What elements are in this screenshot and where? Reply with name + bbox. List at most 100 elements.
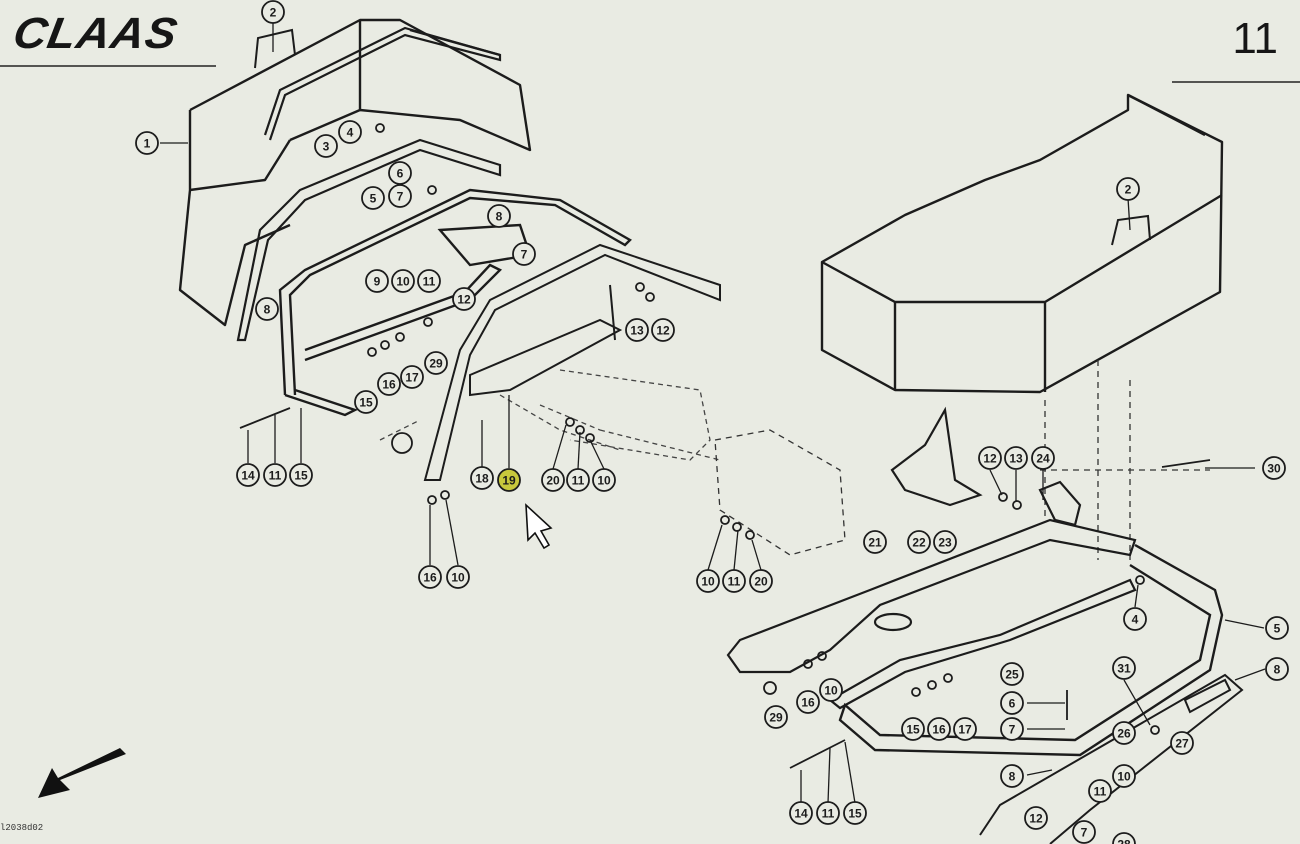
right-handle (1111, 214, 1151, 246)
callout-right-15[interactable]: 15 (901, 717, 925, 741)
mouse-cursor-icon (525, 503, 553, 550)
callout-right-10[interactable]: 10 (819, 678, 843, 702)
callout-right-12[interactable]: 12 (978, 446, 1002, 470)
callout-left-20[interactable]: 20 (541, 468, 565, 492)
callout-label: 15 (294, 469, 308, 483)
callout-right-21[interactable]: 21 (863, 530, 887, 554)
callout-label: 17 (405, 371, 419, 385)
left-handle (254, 28, 296, 69)
callout-label: 12 (1029, 812, 1043, 826)
callout-label: 2 (1125, 183, 1132, 197)
callout-right-27[interactable]: 27 (1170, 731, 1194, 755)
callout-left-13[interactable]: 13 (625, 318, 649, 342)
callout-right-28[interactable]: 28 (1112, 832, 1136, 844)
callout-right-20[interactable]: 20 (749, 569, 773, 593)
left-hardware (239, 123, 655, 505)
callout-right-11[interactable]: 11 (1088, 779, 1112, 803)
callout-left-10[interactable]: 10 (391, 269, 415, 293)
callout-left-6[interactable]: 6 (388, 161, 412, 185)
callout-left-1[interactable]: 1 (135, 131, 159, 155)
callout-right-6[interactable]: 6 (1000, 691, 1024, 715)
callout-label: 8 (496, 210, 503, 224)
callout-right-8[interactable]: 8 (1000, 764, 1024, 788)
callout-right-25[interactable]: 25 (1000, 662, 1024, 686)
callout-right-24[interactable]: 24 (1031, 446, 1055, 470)
left-guard-frame (278, 188, 632, 417)
callout-left-11[interactable]: 11 (263, 463, 287, 487)
callout-right-26[interactable]: 26 (1112, 721, 1136, 745)
callout-left-7[interactable]: 7 (388, 184, 412, 208)
callout-right-4[interactable]: 4 (1123, 607, 1147, 631)
callout-left-5[interactable]: 5 (361, 186, 385, 210)
right-mount-bracket (890, 406, 1082, 527)
callout-right-11[interactable]: 11 (722, 569, 746, 593)
callout-label: 4 (347, 126, 354, 140)
callout-label: 11 (1094, 785, 1107, 799)
callout-label: 11 (822, 807, 835, 821)
callout-left-8[interactable]: 8 (487, 204, 511, 228)
callout-left-2[interactable]: 2 (261, 0, 285, 24)
callout-label: 17 (958, 723, 972, 737)
callout-right-22[interactable]: 22 (907, 530, 931, 554)
callout-label: 18 (475, 472, 489, 486)
callout-right-16[interactable]: 16 (796, 690, 820, 714)
callout-right-2[interactable]: 2 (1116, 177, 1140, 201)
callout-right-30[interactable]: 30 (1262, 456, 1286, 480)
callout-right-31[interactable]: 31 (1112, 656, 1136, 680)
callout-right-16[interactable]: 16 (927, 717, 951, 741)
callout-right-17[interactable]: 17 (953, 717, 977, 741)
callout-right-11[interactable]: 11 (816, 801, 840, 825)
callout-left-15[interactable]: 15 (289, 463, 313, 487)
callout-left-17[interactable]: 17 (400, 365, 424, 389)
callout-right-23[interactable]: 23 (933, 530, 957, 554)
callout-left-10[interactable]: 10 (592, 468, 616, 492)
callout-right-10[interactable]: 10 (696, 569, 720, 593)
callout-right-29[interactable]: 29 (764, 705, 788, 729)
callout-left-29[interactable]: 29 (424, 351, 448, 375)
callout-left-19[interactable]: 19 (497, 468, 521, 492)
callout-left-11[interactable]: 11 (417, 269, 441, 293)
callout-left-16[interactable]: 16 (418, 565, 442, 589)
arrow-down-left-icon[interactable] (38, 748, 126, 798)
callout-left-12[interactable]: 12 (651, 318, 675, 342)
callout-label: 10 (824, 684, 838, 698)
callout-label: 1 (144, 137, 151, 151)
callout-right-8[interactable]: 8 (1265, 657, 1289, 681)
callout-label: 12 (656, 324, 670, 338)
callout-left-9[interactable]: 9 (365, 269, 389, 293)
callout-left-4[interactable]: 4 (338, 120, 362, 144)
callout-right-15[interactable]: 15 (843, 801, 867, 825)
callout-left-11[interactable]: 11 (566, 468, 590, 492)
callout-right-10[interactable]: 10 (1112, 764, 1136, 788)
callout-label: 7 (1081, 826, 1088, 840)
callout-right-13[interactable]: 13 (1004, 446, 1028, 470)
callout-label: 13 (630, 324, 644, 338)
callout-label: 23 (938, 536, 952, 550)
callout-label: 31 (1117, 662, 1131, 676)
callout-left-18[interactable]: 18 (470, 466, 494, 490)
right-lower-plate (979, 673, 1244, 844)
callout-left-7[interactable]: 7 (512, 242, 536, 266)
callout-left-10[interactable]: 10 (446, 565, 470, 589)
callout-left-12[interactable]: 12 (452, 287, 476, 311)
callout-right-14[interactable]: 14 (789, 801, 813, 825)
leader-lines (160, 22, 1266, 804)
callout-right-5[interactable]: 5 (1265, 616, 1289, 640)
callout-label: 22 (912, 536, 926, 550)
callout-left-14[interactable]: 14 (236, 463, 260, 487)
callout-label: 14 (794, 807, 808, 821)
callout-right-12[interactable]: 12 (1024, 806, 1048, 830)
callout-left-8[interactable]: 8 (255, 297, 279, 321)
callout-left-15[interactable]: 15 (354, 390, 378, 414)
callout-right-7[interactable]: 7 (1000, 717, 1024, 741)
callout-label: 12 (983, 452, 997, 466)
callout-label: 16 (423, 571, 437, 585)
callout-label: 28 (1117, 838, 1131, 844)
callout-left-16[interactable]: 16 (377, 372, 401, 396)
callout-right-7[interactable]: 7 (1072, 820, 1096, 844)
callout-label: 14 (241, 469, 255, 483)
callout-left-3[interactable]: 3 (314, 134, 338, 158)
callout-label: 13 (1009, 452, 1023, 466)
